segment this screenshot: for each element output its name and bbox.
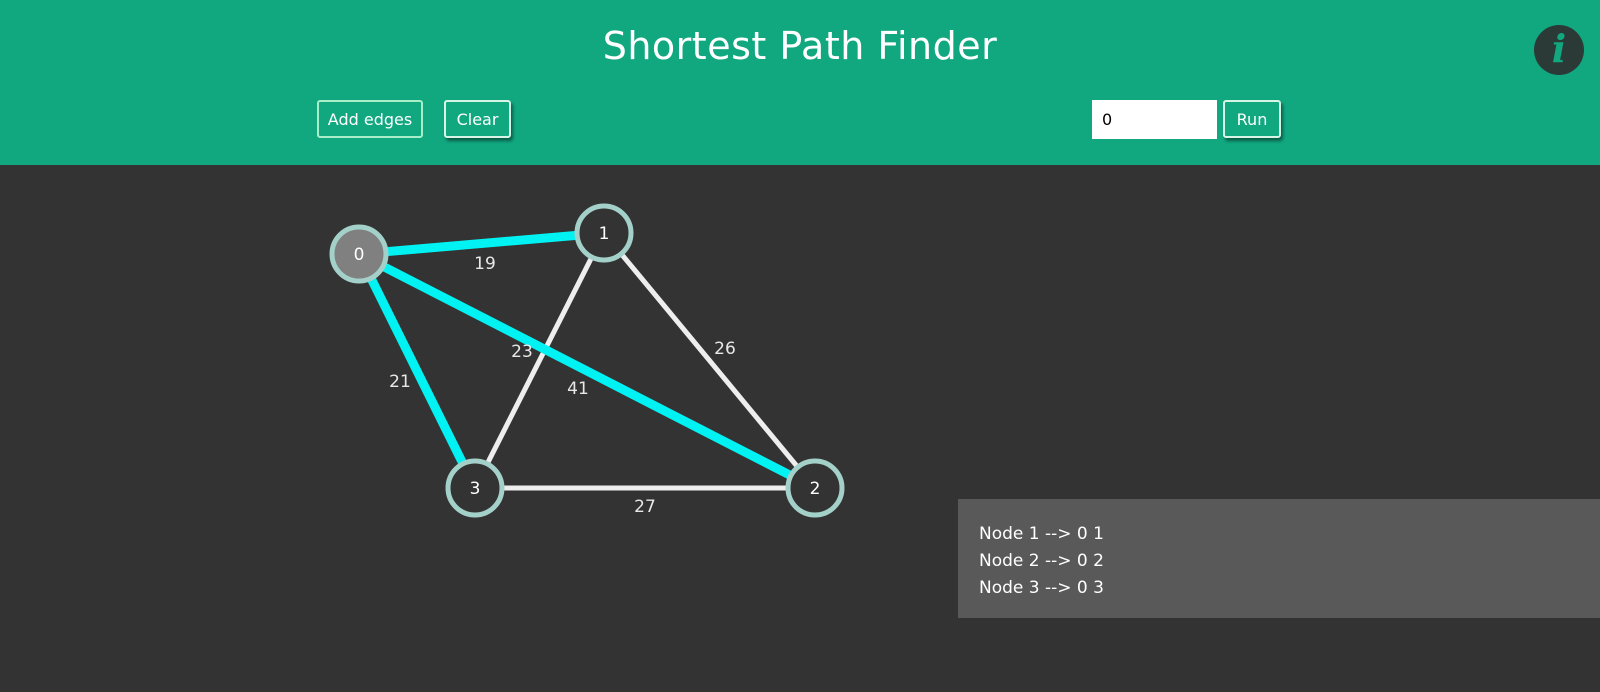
edge-1-2 (602, 231, 817, 490)
result-panel: Node 1 --> 0 1 Node 2 --> 0 2 Node 3 --> 0… (958, 499, 1600, 618)
result-list: Node 1 --> 0 1 Node 2 --> 0 2 Node 3 --> 0… (979, 521, 1579, 602)
edge-weight-label: 26 (714, 339, 736, 359)
graph-node-2[interactable]: 2 (785, 458, 845, 518)
graph-node-0[interactable]: 0 (329, 224, 389, 284)
node-label: 0 (354, 245, 365, 265)
node-label: 2 (810, 479, 821, 499)
edge-weight-label: 27 (634, 497, 656, 517)
run-button[interactable]: Run (1223, 100, 1281, 138)
edge-weight-label: 41 (567, 379, 589, 399)
app-header: Shortest Path Finder i Add edges Clear R… (0, 0, 1600, 165)
node-circle[interactable] (574, 203, 634, 263)
node-label: 1 (599, 224, 610, 244)
info-icon: i (1551, 26, 1567, 71)
result-line: Node 2 --> 0 2 (979, 551, 1104, 571)
info-button[interactable]: i (1534, 25, 1584, 75)
edge-0-2 (356, 249, 818, 493)
clear-button[interactable]: Clear (444, 100, 511, 138)
edge-0-3 (354, 252, 480, 490)
edge-labels-layer: 19 21 41 23 26 27 (389, 254, 736, 517)
add-edges-button[interactable]: Add edges (317, 100, 423, 138)
edge-1-3 (472, 231, 607, 490)
source-node-input[interactable] (1092, 100, 1217, 139)
graph-node-3[interactable]: 3 (445, 458, 505, 518)
edge-weight-label: 23 (511, 342, 533, 362)
result-line: Node 1 --> 0 1 (979, 524, 1104, 544)
node-circle[interactable] (329, 224, 389, 284)
node-circle[interactable] (785, 458, 845, 518)
edge-0-1 (358, 228, 605, 259)
edge-weight-label: 21 (389, 372, 411, 392)
edges-layer (354, 228, 818, 493)
graph-node-1[interactable]: 1 (574, 203, 634, 263)
edge-weight-label: 19 (474, 254, 496, 274)
result-line: Node 3 --> 0 3 (979, 578, 1104, 598)
node-circle[interactable] (445, 458, 505, 518)
node-label: 3 (470, 479, 481, 499)
page-title: Shortest Path Finder (602, 24, 998, 68)
